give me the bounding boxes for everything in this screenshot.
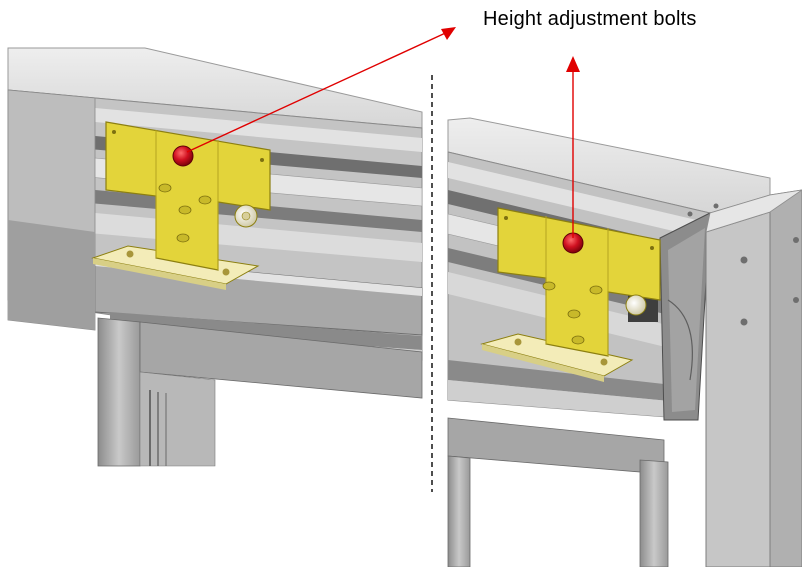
- right-track-upper-band: [448, 162, 705, 238]
- right-guide-plate-side: [482, 344, 604, 382]
- right-post-hole: [740, 318, 748, 326]
- right-bracket-hole: [650, 246, 654, 250]
- left-frame-post: [97, 317, 141, 467]
- right-top-screw: [713, 203, 719, 209]
- right-lower-rail-light: [448, 380, 680, 418]
- left-frame-header: [139, 321, 423, 399]
- arrow-head-left: [441, 27, 456, 40]
- right-frame-inner-post: [639, 459, 669, 567]
- left-height-adjustment-bolt: [172, 145, 194, 167]
- right-wing-nuts: [542, 281, 603, 345]
- right-bracket-hole: [504, 216, 508, 220]
- left-beam-top-face: [7, 47, 423, 129]
- right-view: [447, 117, 802, 567]
- right-lower-rail: [448, 360, 682, 402]
- left-guide-plate-screw: [222, 268, 230, 276]
- right-roller: [625, 294, 647, 316]
- right-post-hole: [740, 256, 748, 264]
- left-view: [7, 47, 423, 467]
- arrow-to-left-bolt: [186, 29, 453, 153]
- right-end-cap-curve: [667, 299, 693, 381]
- left-guide-plate-screw: [126, 250, 134, 258]
- right-post-hole: [793, 297, 799, 303]
- left-roller-hub: [241, 211, 251, 221]
- left-wall-shade: [8, 220, 95, 330]
- right-wall-post-side: [769, 189, 802, 567]
- callout-arrows: [186, 27, 580, 238]
- left-bracket-hole: [112, 130, 116, 134]
- right-end-cap-face: [668, 228, 705, 412]
- right-wall-post-front: [705, 211, 771, 567]
- height-adjustment-bolts-label: Height adjustment bolts: [483, 8, 697, 30]
- left-frame-inner-post: [139, 371, 216, 467]
- right-wall-post-top: [705, 189, 802, 233]
- right-frame-header: [447, 417, 665, 475]
- left-lower-rail: [110, 312, 422, 350]
- left-track-upper-band: [8, 100, 422, 152]
- right-guide-plate-screw: [514, 338, 522, 346]
- arrow-head-right: [566, 56, 580, 72]
- right-guide-plate-screw: [600, 358, 608, 366]
- left-wing-nuts: [158, 183, 212, 243]
- right-frame-post: [447, 455, 471, 567]
- left-bracket-hole: [260, 158, 264, 162]
- right-top-screw: [687, 211, 693, 217]
- left-guide-plate-side: [93, 258, 226, 290]
- right-post-hole: [793, 237, 799, 243]
